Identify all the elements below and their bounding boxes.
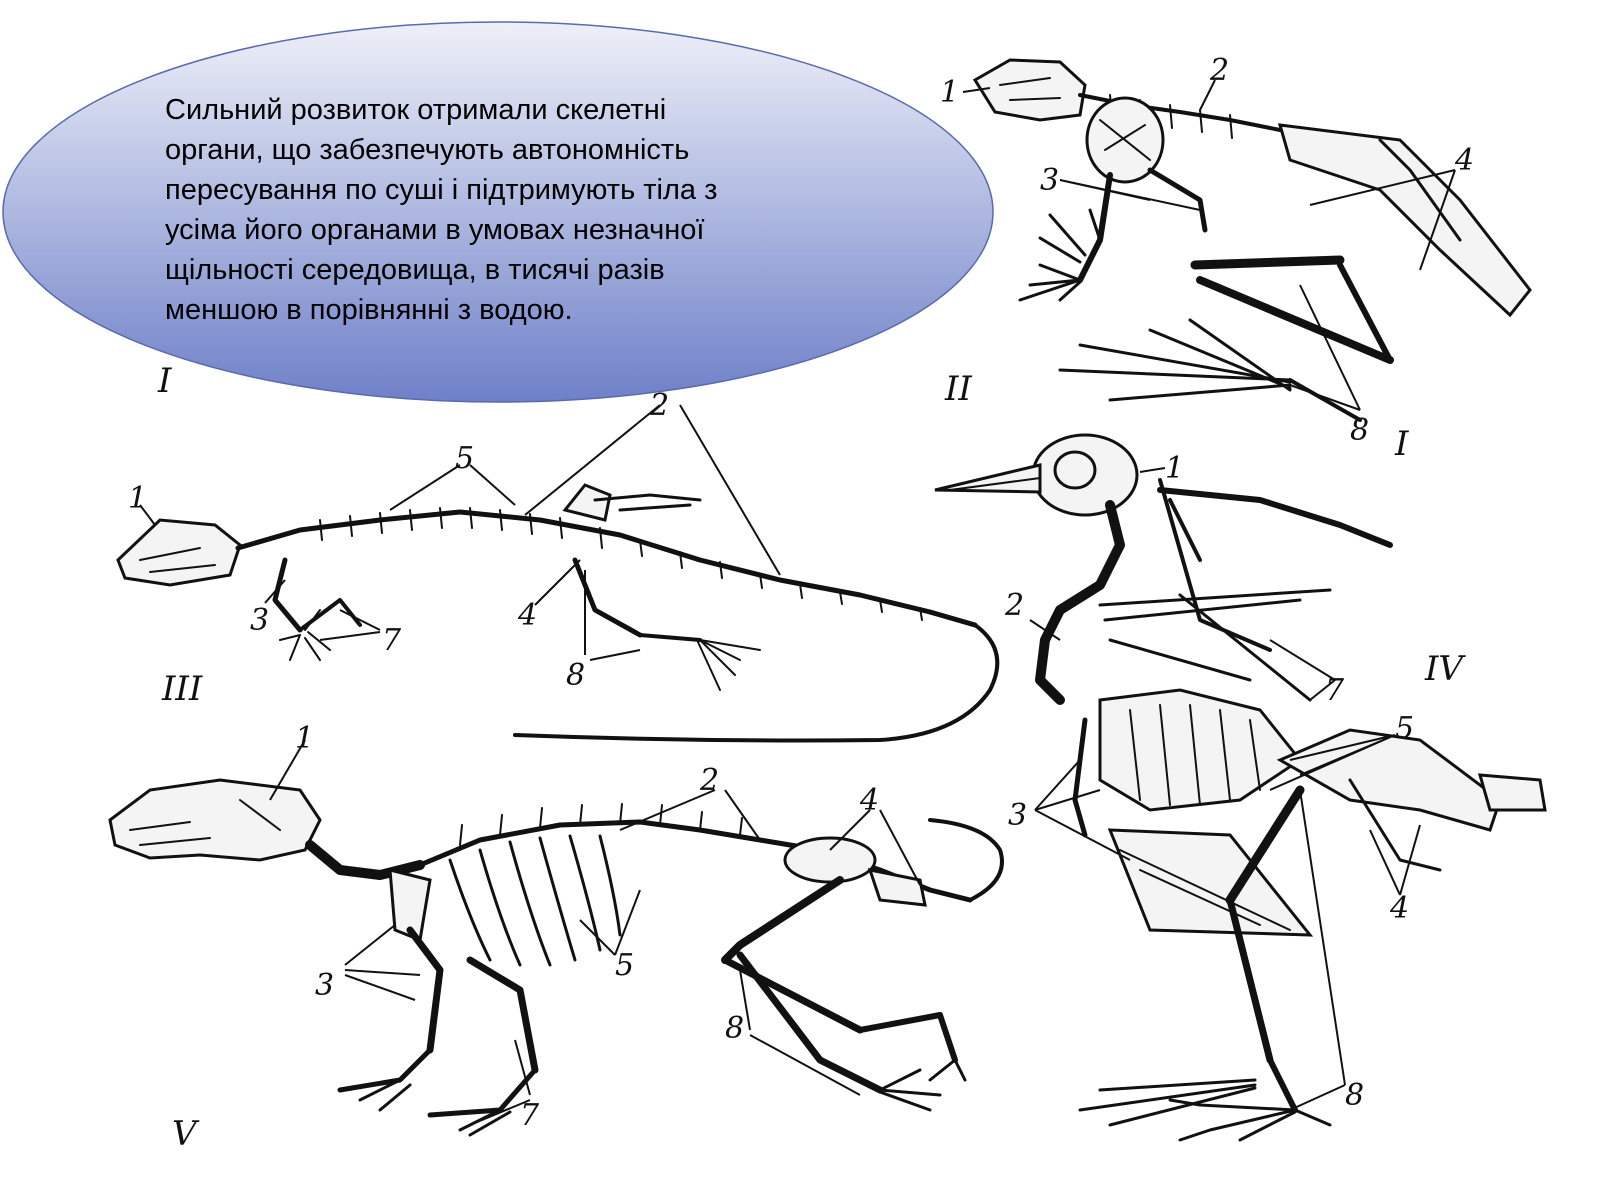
label-3: 3 bbox=[315, 968, 334, 1003]
callout-line: щільності середовища, в тисячі разів bbox=[165, 254, 665, 286]
label-3: 3 bbox=[250, 603, 269, 638]
callout-line: усіма його органами в умовах незначної bbox=[165, 214, 705, 246]
label-4: 4 bbox=[1389, 891, 1409, 926]
label-8: 8 bbox=[566, 658, 585, 693]
label-1: 1 bbox=[940, 75, 959, 110]
label-1: 1 bbox=[295, 721, 314, 756]
label-2: 2 bbox=[699, 763, 719, 798]
label-4: 4 bbox=[517, 598, 537, 633]
mammal-skeleton bbox=[108, 739, 1004, 1137]
label-3: 3 bbox=[1040, 163, 1059, 198]
bird-labels: 1 2 7 5 3 4 8 IV bbox=[1004, 451, 1466, 1113]
callout-line: органи, що забезпечують автономність bbox=[165, 134, 690, 166]
lizard-labels: 1 5 2 3 7 4 8 III bbox=[128, 388, 669, 709]
label-4: 4 bbox=[1454, 143, 1474, 178]
frog-skeleton bbox=[962, 58, 1532, 422]
label-1: 1 bbox=[1165, 451, 1184, 486]
label-5: 5 bbox=[455, 441, 474, 476]
callout-line: меншою в порівнянні з водою. bbox=[165, 294, 573, 326]
label-7: 7 bbox=[1325, 673, 1345, 708]
label-5: 5 bbox=[615, 948, 634, 983]
label-7: 7 bbox=[520, 1098, 540, 1133]
panel-roman-iii: III bbox=[161, 669, 203, 709]
label-8: 8 bbox=[1345, 1078, 1364, 1113]
label-4: 4 bbox=[859, 783, 879, 818]
callout-line: Сильний розвиток отримали скелетні bbox=[165, 94, 667, 126]
frog-labels: 1 2 3 4 8 I II I bbox=[157, 53, 1474, 464]
label-3: 3 bbox=[1008, 798, 1027, 833]
panel-roman-iv: IV bbox=[1424, 649, 1466, 689]
label-2: 2 bbox=[649, 388, 669, 423]
label-2: 2 bbox=[1209, 53, 1229, 88]
callout-text: Сильний розвиток отримали скелетні орган… bbox=[165, 90, 825, 330]
panel-roman-ii: II bbox=[944, 369, 972, 409]
label-7: 7 bbox=[382, 623, 402, 658]
callout-line: пересування по суші і підтримують тіла з bbox=[165, 174, 718, 206]
bird-skeleton bbox=[934, 433, 1547, 1142]
label-8: 8 bbox=[1350, 413, 1369, 448]
label-2: 2 bbox=[1004, 588, 1024, 623]
label-i-small: I bbox=[1394, 424, 1409, 464]
label-1: 1 bbox=[128, 481, 147, 516]
panel-roman-v: V bbox=[172, 1114, 200, 1154]
lizard-skeleton bbox=[116, 404, 1000, 743]
label-8: 8 bbox=[725, 1011, 744, 1046]
mammal-labels: 1 2 4 3 5 8 7 V bbox=[172, 721, 879, 1154]
callout-ellipse bbox=[2, 21, 994, 403]
label-5: 5 bbox=[1395, 711, 1414, 746]
panel-roman-i: I bbox=[157, 361, 172, 401]
